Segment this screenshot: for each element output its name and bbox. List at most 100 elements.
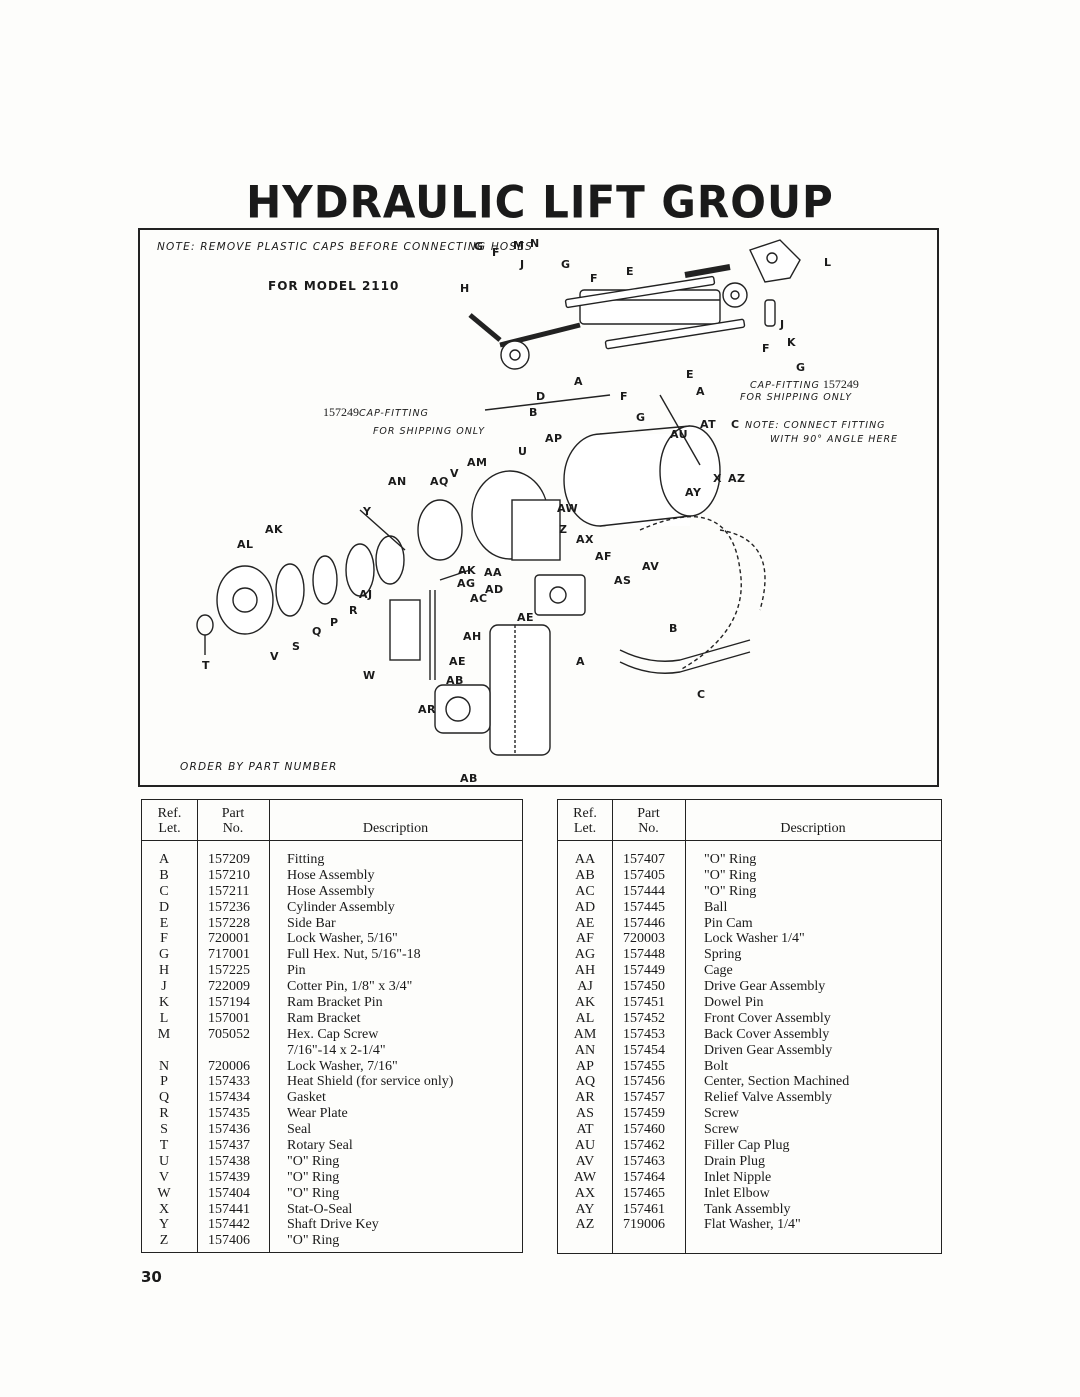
table-header [558, 800, 941, 841]
ref-letter: AW [573, 1169, 597, 1185]
part-description: Stat-O-Seal [287, 1201, 353, 1217]
header-part-line2: No. [222, 821, 244, 836]
part-description: Cylinder Assembly [287, 899, 395, 915]
header-ref: Ref. Let. [558, 806, 612, 836]
ref-letter: N [158, 1058, 170, 1074]
order-note: ORDER BY PART NUMBER [180, 761, 338, 773]
callout-ae1: AE [517, 611, 535, 624]
callout-e2: E [686, 368, 695, 381]
ref-letter: E [159, 915, 169, 931]
ref-letter: P [160, 1074, 168, 1090]
part-description: Lock Washer, 7/16" [287, 1058, 398, 1074]
part-number: 157211 [208, 883, 250, 899]
connect-note-1: NOTE: CONNECT FITTING [745, 420, 886, 431]
ref-letter: J [161, 979, 167, 995]
callout-ak2: AK [458, 564, 477, 577]
ref-letter: AK [574, 995, 596, 1011]
callout-ac: AC [470, 592, 488, 605]
column-divider [269, 800, 270, 1252]
part-number: 157463 [623, 1153, 665, 1169]
part-number: 157452 [623, 1010, 665, 1026]
callout-av: AV [642, 560, 660, 573]
callout-e1: E [626, 265, 635, 278]
part-number: 157438 [208, 1153, 250, 1169]
ref-letter: AN [574, 1042, 596, 1058]
callout-w: W [363, 669, 376, 682]
callout-ap: AP [545, 432, 563, 445]
ref-letter: C [159, 883, 169, 899]
cap-right-sub: FOR SHIPPING ONLY [740, 392, 853, 403]
callout-af: AF [595, 550, 613, 563]
callout-t: T [202, 659, 211, 672]
part-description: Rotary Seal [287, 1138, 353, 1154]
part-number: 157209 [208, 852, 250, 867]
callout-ah: AH [463, 630, 482, 643]
part-number: 705052 [208, 1026, 250, 1042]
diagram-artwork [196, 239, 801, 756]
callout-az: AZ [728, 472, 746, 485]
ref-letter: AA [574, 852, 596, 867]
callout-g3: G [796, 361, 806, 374]
part-number: 157456 [623, 1074, 665, 1090]
callout-g4: G [636, 411, 646, 424]
ref-letter: AT [576, 1122, 594, 1138]
ref-letter: AS [576, 1106, 594, 1122]
part-number: 157461 [623, 1201, 665, 1217]
part-description: Side Bar [287, 915, 336, 931]
part-description: Wear Plate [287, 1106, 348, 1122]
part-description: "O" Ring [704, 883, 757, 899]
part-number: 720006 [208, 1058, 250, 1074]
part-number: 720001 [208, 931, 250, 947]
ref-letter: AU [574, 1138, 596, 1154]
ref-letter: AF [576, 931, 594, 947]
part-description: Pin [287, 963, 306, 979]
part-number: 157404 [208, 1185, 250, 1201]
column-divider [612, 800, 613, 1253]
callout-at: AT [700, 418, 717, 431]
part-description: Heat Shield (for service only) [287, 1074, 454, 1090]
part-number: 157465 [623, 1185, 665, 1201]
part-number: 157225 [208, 963, 250, 979]
ref-letter: K [158, 995, 170, 1011]
callout-ag: AG [457, 577, 476, 590]
part-number: 157449 [623, 963, 665, 979]
ref-letter: U [158, 1153, 170, 1169]
header-part: Part No. [197, 806, 269, 836]
header-part-line2: No. [638, 821, 659, 836]
part-number: 157210 [208, 867, 250, 883]
part-description: Hose Assembly [287, 883, 375, 899]
part-number: 157406 [208, 1233, 250, 1249]
exploded-diagram: NOTE: REMOVE PLASTIC CAPS BEFORE CONNECT… [138, 228, 939, 787]
callout-aw: AW [557, 502, 579, 515]
part-description: "O" Ring [287, 1233, 340, 1249]
ref-letter: X [158, 1201, 170, 1217]
ref-letter: F [160, 931, 168, 947]
callout-y: Y [363, 505, 372, 518]
part-number: 720003 [623, 931, 665, 947]
page-title: HYDRAULIC LIFT GROUP [246, 176, 834, 229]
page-number: 30 [141, 1268, 162, 1286]
part-description: Ram Bracket [287, 1010, 361, 1026]
column-divider [197, 800, 198, 1252]
part-number: 157435 [208, 1106, 250, 1122]
callout-as: AS [614, 574, 632, 587]
part-number: 157451 [623, 995, 665, 1011]
callout-c2: C [697, 688, 706, 701]
callout-b2: B [669, 622, 678, 635]
